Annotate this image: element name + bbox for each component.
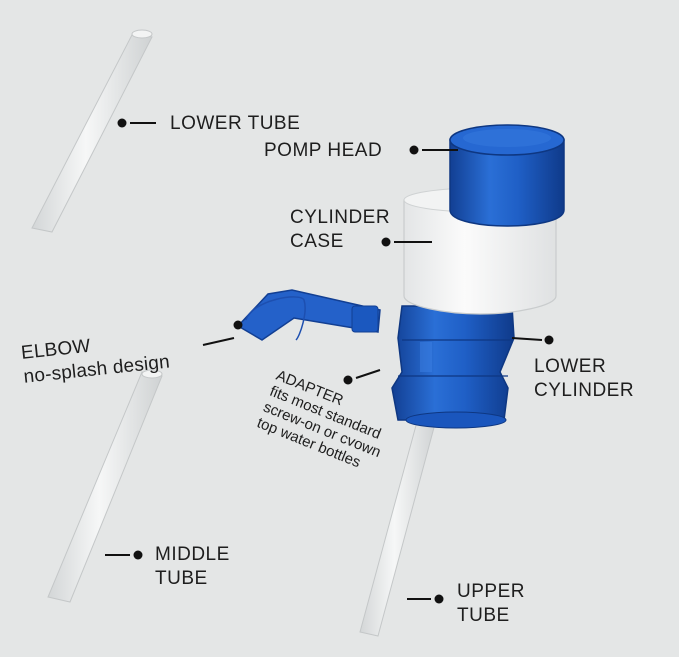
- lower-cylinder-line2: CYLINDER: [534, 380, 635, 401]
- cylinder-case-line1: CYLINDER: [290, 207, 391, 228]
- middle-tube-part: [47, 369, 163, 603]
- lower-tube-part: [31, 29, 153, 233]
- label-pointers: [105, 118, 554, 604]
- pomp-head-text: POMP HEAD: [264, 140, 383, 161]
- upper-tube-line1: UPPER: [457, 581, 525, 602]
- cylinder-case-line2: CASE: [290, 231, 344, 252]
- upper-tube-line2: TUBE: [457, 605, 510, 626]
- cylinder-case-label: CYLINDER CASE: [290, 206, 390, 254]
- lower-tube-text: LOWER TUBE: [170, 113, 301, 134]
- pomp-head-label: POMP HEAD: [264, 139, 382, 163]
- lower-cylinder-label: LOWER CYLINDER: [534, 355, 634, 403]
- lower-cylinder-line1: LOWER: [534, 356, 607, 377]
- lower-tube-label: LOWER TUBE: [170, 112, 300, 136]
- elbow-part: [236, 289, 381, 341]
- middle-tube-line2: TUBE: [155, 568, 208, 589]
- lower-cylinder-part: [391, 305, 515, 429]
- middle-tube-label: MIDDLE TUBE: [155, 543, 230, 591]
- upper-tube-label: UPPER TUBE: [457, 580, 525, 628]
- middle-tube-line1: MIDDLE: [155, 544, 230, 565]
- pump-head-part: [449, 124, 565, 227]
